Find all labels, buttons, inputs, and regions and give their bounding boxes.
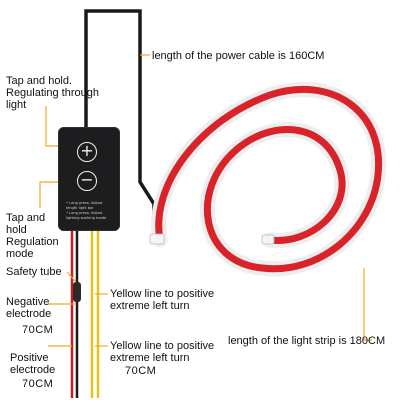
callout-strip [363,268,372,341]
label-safety-tube: Safety tube [6,266,62,278]
strip-connector-end [261,234,275,245]
label-tap-hold-mode: Tap and hold Regulation mode [6,212,59,260]
strip-connector-start [149,233,165,245]
label-light-strip: length of the light strip is 180CM [228,335,386,347]
label-yellow-length: 70CM [125,365,157,377]
label-yellow-line-1: Yellow line to positive extreme left tur… [110,288,215,312]
label-positive-electrode: Positive electrode [10,352,56,376]
label-positive-length: 70CM [22,378,54,390]
label-yellow-line-2: Yellow line to positive extreme left tur… [110,340,215,364]
controller-text-4: lighting working mode [66,216,107,220]
callout-regulating [45,106,58,147]
callout-safety [66,271,77,283]
light-strip-led [155,85,383,273]
label-tap-hold-regulating: Tap and hold. Regulating through light [6,75,99,111]
controller-box: + − • Long press: Adjust length light ba… [58,127,120,231]
safety-tube [73,282,81,302]
controller-text-3: • Long press: Adjust [66,211,103,215]
callout-lines [39,54,372,347]
plus-button[interactable]: + [77,142,97,162]
label-negative-length: 70CM [22,324,54,336]
label-negative-electrode: Negative electrode [6,296,52,320]
callout-mode [39,181,58,208]
controller-text-1: • Long press: Adjust [66,201,103,205]
controller-text-2: length light bar [66,206,94,210]
label-power-cable: length of the power cable is 160CM [152,50,325,62]
minus-button[interactable]: − [77,171,97,191]
